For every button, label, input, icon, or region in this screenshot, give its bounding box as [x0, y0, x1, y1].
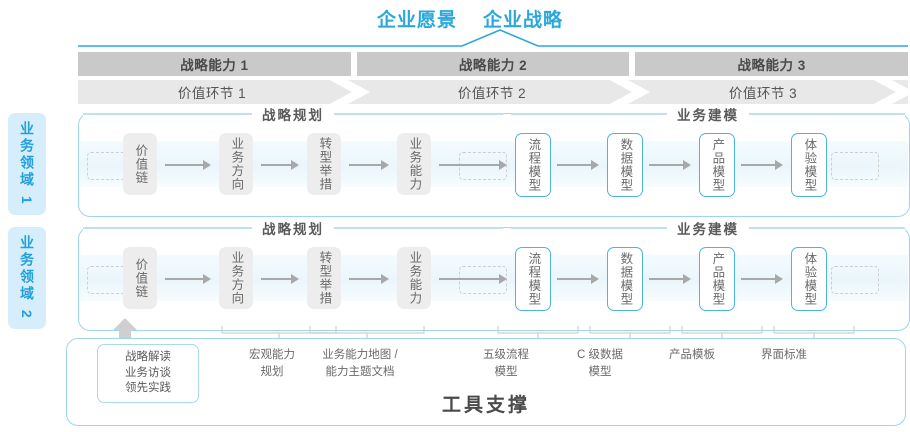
step-label: 价值链 [133, 143, 148, 185]
tool-item-line: 模型 [588, 365, 612, 378]
tool-item-line: 产品模板 [669, 349, 715, 361]
section-heading-label: 业务建模 [677, 108, 739, 123]
domain-row-2: 价值链 业务方向 转型举措 业务能力 流程模型 数据模型 产品模型 体验模型 [78, 219, 910, 331]
step-label: 数据模型 [618, 138, 633, 192]
step-chip-business-capability-r2[interactable]: 业务能力 [397, 247, 431, 309]
enterprise-strategy-title: 企业战略 [483, 9, 564, 31]
enterprise-vision-title: 企业愿景 [376, 9, 457, 31]
arrow-icon-r1-2 [261, 160, 299, 170]
tool-item-line: 规划 [260, 365, 284, 378]
step-chip-business-direction-r1[interactable]: 业务方向 [219, 133, 253, 195]
tool-item-line: 模型 [494, 365, 518, 378]
value-chain-label-3: 价值环节 3 [728, 86, 798, 101]
section-heading-label: 业务建模 [677, 222, 739, 237]
arrow-icon-r1-5 [557, 160, 599, 170]
capability-cell-2: 战略能力 2 [356, 52, 630, 76]
step-label: 业务能力 [407, 137, 422, 191]
domain-row-1: 价值链 业务方向 转型举措 业务能力 流程模型 数据模型 产品模型 体验模型 [78, 105, 910, 217]
domain-1-label: 业务领域 1 [19, 121, 35, 207]
domain-2-label: 业务领域 2 [19, 235, 35, 321]
tool-item-line: 五级流程 [483, 349, 529, 361]
step-chip-transformation-r1[interactable]: 转型举措 [307, 133, 341, 195]
step-chip-data-model-r1[interactable]: 数据模型 [607, 133, 643, 197]
step-label: 产品模型 [710, 138, 725, 192]
arrow-icon-r2-6 [649, 274, 691, 284]
section-heading-strategy-planning-r1: 战略规划 [83, 105, 503, 123]
step-chip-business-direction-r2[interactable]: 业务方向 [219, 247, 253, 309]
step-chip-value-chain-r1[interactable]: 价值链 [123, 133, 157, 195]
tool-item-line: 界面标准 [761, 349, 807, 361]
capability-cell-1: 战略能力 1 [78, 52, 351, 76]
tool-item-line: 业务访谈 [125, 366, 171, 379]
step-label: 价值链 [133, 257, 148, 299]
step-label: 数据模型 [618, 252, 633, 306]
arrow-icon-r2-1 [165, 274, 211, 284]
step-chip-product-model-r2[interactable]: 产品模型 [699, 247, 735, 311]
strategy-capability-row: 战略能力 1 战略能力 2 战略能力 3 [78, 52, 909, 76]
value-chain-label-2: 价值环节 2 [457, 86, 527, 101]
tool-item-line: 领先实践 [125, 382, 171, 395]
section-heading-label: 战略规划 [262, 108, 324, 123]
arrow-icon-r1-7 [741, 160, 783, 170]
arrow-icon-r2-4 [439, 274, 507, 284]
arrow-icon-r2-5 [557, 274, 599, 284]
step-chip-process-model-r2[interactable]: 流程模型 [515, 247, 551, 311]
tool-item-2: 宏观能力规划 [217, 347, 327, 380]
step-chip-data-model-r2[interactable]: 数据模型 [607, 247, 643, 311]
arrow-icon-r2-7 [741, 274, 783, 284]
arrow-icon-r2-2 [261, 274, 299, 284]
arrow-icon-r1-4 [439, 160, 507, 170]
section-heading-strategy-planning-r2: 战略规划 [83, 219, 503, 237]
tool-item-4: 五级流程模型 [461, 347, 551, 380]
tool-item-line: 业务能力地图 / [322, 349, 398, 361]
tool-item-line: 宏观能力 [249, 349, 295, 361]
tool-item-7: 界面标准 [739, 347, 829, 364]
step-chip-transformation-r2[interactable]: 转型举措 [307, 247, 341, 309]
vision-strategy-connector [78, 29, 908, 47]
tool-support-title: 工具支撑 [441, 395, 530, 416]
step-chip-process-model-r1[interactable]: 流程模型 [515, 133, 551, 197]
step-label: 体验模型 [802, 252, 817, 306]
step-label: 流程模型 [526, 252, 541, 306]
step-chip-product-model-r1[interactable]: 产品模型 [699, 133, 735, 197]
sidebar-item-domain-2[interactable]: 业务领域 2 [8, 227, 46, 329]
tool-item-5: C 级数据模型 [555, 347, 645, 380]
step-chip-experience-model-r2[interactable]: 体验模型 [791, 247, 827, 311]
step-chip-business-capability-r1[interactable]: 业务能力 [397, 133, 431, 195]
step-label: 业务能力 [407, 251, 422, 305]
tool-item-line: 能力主题文档 [325, 365, 395, 378]
arrow-icon-r1-6 [649, 160, 691, 170]
step-label: 产品模型 [710, 252, 725, 306]
step-label: 转型举措 [317, 251, 332, 305]
value-chain-label-1: 价值环节 1 [177, 86, 247, 101]
arrow-icon-r1-3 [349, 160, 389, 170]
sidebar-item-domain-1[interactable]: 业务领域 1 [8, 113, 46, 215]
step-label: 业务方向 [229, 251, 244, 305]
placeholder-box-right-1 [831, 152, 879, 180]
tool-up-arrow-icon [113, 318, 137, 342]
tool-item-line: C 级数据 [577, 349, 623, 361]
placeholder-box-right-2 [831, 266, 879, 294]
tool-item-1[interactable]: 战略解读业务访谈领先实践 [97, 344, 199, 403]
arrow-icon-r2-3 [349, 274, 389, 284]
section-heading-label: 战略规划 [262, 222, 324, 237]
section-heading-business-modeling-r1: 业务建模 [511, 105, 905, 123]
step-label: 转型举措 [317, 137, 332, 191]
capability-cell-3: 战略能力 3 [635, 52, 909, 76]
tool-support-box: 战略解读业务访谈领先实践 宏观能力规划 业务能力地图 / 能力主题文档 五级流程模… [66, 338, 906, 426]
step-chip-experience-model-r1[interactable]: 体验模型 [791, 133, 827, 197]
tool-item-3: 业务能力地图 / 能力主题文档 [305, 347, 415, 380]
top-title-group: 企业愿景 企业战略 [330, 4, 610, 32]
step-label: 业务方向 [229, 137, 244, 191]
tool-item-6: 产品模板 [647, 347, 737, 364]
section-heading-business-modeling-r2: 业务建模 [511, 219, 905, 237]
step-label: 流程模型 [526, 138, 541, 192]
step-chip-value-chain-r2[interactable]: 价值链 [123, 247, 157, 309]
arrow-icon-r1-1 [165, 160, 211, 170]
value-chain-band: 价值环节 1 价值环节 2 价值环节 3 [78, 80, 908, 104]
step-label: 体验模型 [802, 138, 817, 192]
tool-item-line: 战略解读 [125, 351, 171, 363]
